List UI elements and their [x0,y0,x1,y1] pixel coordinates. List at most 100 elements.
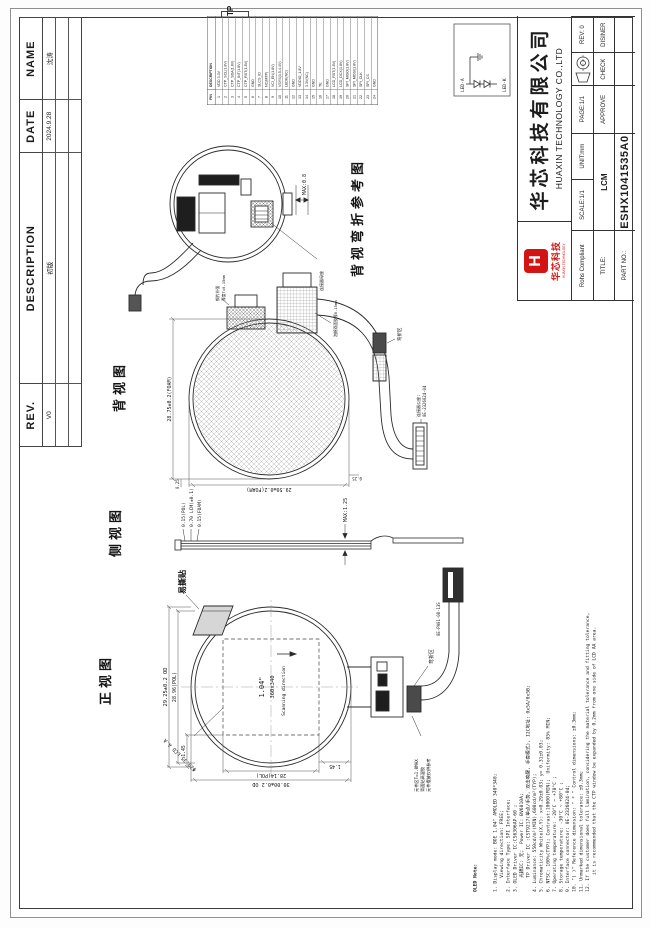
rev-table-cell [56,152,68,384]
front-view-drawing: 1.04" 360x340 Scanning direction 易撕贴 Φ29… [162,567,464,792]
pin-number: 24 [371,89,378,105]
part-no-label-cell: PART NO.: [615,230,635,300]
back-stiffener-label-2: 厚度T=0.15mm [221,274,226,301]
note-line: 4. Luminance: 550cd/m²(MIN),600cd/m²(TYP… [532,773,538,892]
bend-connector-label: 连接器母座 [318,271,324,291]
rev-header-name: NAME [25,40,37,77]
pin-table-row: 24 GND [371,17,378,105]
rev-table-cell [69,18,81,99]
pin-number: 21 [350,89,358,105]
note-line: 2. Interface Type: SPI Interface; [505,798,512,892]
front-component-note-2: 背面贴高温胶 [419,767,426,792]
scale-cell: SCALE:1/1 [572,178,593,231]
pin-description: SPI_MISO(1.8V) [345,60,350,87]
rev-table-cell: 2024.9.28 [43,99,55,153]
back-foam-label: 泡棉双面胶厚0.15mm [333,300,338,337]
revision-table-header: REV. DESCRIPTION DATE NAME [20,18,43,446]
back-bend-zone-label: 弯折区 [396,327,403,341]
check-cell: CHECK [594,52,614,85]
side-dim-max: MAX:1.25 [343,498,349,522]
front-dim-bottom-offset: 1.45 [329,763,341,769]
rev-table-cell: 沈涛 [47,52,54,66]
approve-value-cell [615,84,635,133]
pin-description: GND [372,79,377,87]
front-dim-od-width: 29.25±0.2 OD [163,668,169,707]
rev-table-cell: V0 [43,383,55,446]
logo-company-sub: HUAXIN TECHNOLOGY [561,243,566,279]
title-label-cell: TITLE: [594,230,614,300]
approve-cell: APPROVE [594,84,614,133]
title-block: H 华芯科技 HUAXIN TECHNOLOGY 华芯科技有限公司 HUAXIN… [517,16,635,301]
page-cell: PAGE:1/1 [572,84,593,133]
led-circuit-box: LED-A LED-K [453,23,511,97]
pin-number: 22 [357,89,365,105]
logo-mark-icon: H [523,249,548,273]
note-line: 1. Display mode: BOE 1.04" AMOLED 340*34… [492,773,499,892]
pin-number: 20 [344,89,351,105]
rev-header-rev: REV. [20,383,42,446]
pin-description: SPI_CLK [358,72,364,87]
rev-table-cell: 初版 [43,152,55,384]
pin-table-row: 20 SPI_MISO(1.8V) [344,16,351,105]
front-component-note-1: 元件区T=1.0MAX [413,759,420,792]
note-line: 8. Storage temperature: -30°C ~ +80°C ; [558,781,565,892]
front-dim-tab-offset: 1.45 [181,745,187,757]
unit-cell: UNIT:mm [572,132,593,179]
rev-header-date: DATE [20,99,42,153]
back-dim-025-left: 0.25 [352,476,362,481]
title-value-cell: LCM [594,132,614,231]
notes-title: OLED Note: [472,863,479,892]
company-name-en: HUAXIN TECHNOLOGY CO.,LTD [554,47,564,190]
note-line: it is recommended that the CTP window be… [591,626,598,892]
side-dim-foam: 0.15(FOAM) [197,499,203,527]
back-dim-foam-width: 28.75±0.2(FOAM) [167,376,173,421]
back-connector-label-1: 连接器公座: [415,395,421,417]
pin-table-row: 22 SPI_CLK [357,16,365,105]
pin-table-row: 21 SPI_MOSI(1.8V) [350,16,358,105]
bend-view-drawing: MAX:0.8 连接器母座 [128,145,324,312]
company-name-cn: 华芯科技有限公司 [530,26,551,211]
rev-table-cell [56,383,68,446]
rev-table-cell [56,18,68,99]
back-stiffener-label-1: 钢片补强 [215,286,220,301]
note-line: 12. If the customer does full lamination… [584,612,591,892]
company-logo: H 华芯科技 HUAXIN TECHNOLOGY [518,221,571,300]
pin-description: SPI_CS [365,74,370,87]
designer-cell: DISINER [594,16,614,53]
note-line: 6. NTSC: 100%(TYP); Contrast:10000(MIN);… [545,717,551,892]
pin-number: 23 [364,89,371,105]
front-bend-zone-label: 弯折区 [428,649,435,664]
front-dim-od-height: 30.00±0.2 OD [252,781,289,787]
note-line: 光耦IC: 无; Power IC: BV6810A; [518,793,525,892]
pin-table-row: 23 SPI_CS [364,16,372,105]
side-dim-lcm: 0.70 LCM(±0.1) [189,488,195,527]
check-value-cell [615,52,635,85]
rev-cell: REV: 0 [572,16,593,53]
part-no-value-cell: ESHX1041535A0 [615,132,635,231]
rev-table-cell [56,99,68,153]
front-aa-res: 360x340 [270,675,276,698]
back-view-drawing: 28.75±0.2(FOAM) 0.25 29.50±0.2(FOAM) 0.2… [167,272,428,492]
back-connector-label-2: 0E-2326024-04 [422,385,427,417]
logo-company-cn: 华芯科技 [550,241,561,282]
led-anode-label: LED-A [460,78,466,92]
front-component-note-3: 元件摆放仅供参考 [425,758,432,792]
back-dim-foam-height: 29.50±0.2(FOAM) [246,486,291,492]
bend-view-label: 背视弯折参考图 [350,157,365,277]
bend-max-dim: MAX:0.8 [302,174,308,195]
back-dim-025-top: 0.25 [175,479,180,489]
front-dim-pol-width: 28.96(POL) [172,672,178,702]
front-dim-pol-height: 28.14(POL) [256,772,286,778]
rev-table-row [56,18,69,446]
front-scan-direction: Scanning direction [281,666,287,716]
pin-description: SPI_MOSI(1.8V) [351,60,357,87]
led-cathode-label: LED-K [502,78,508,92]
side-view-drawing: 0.15(POL) 0.70 LCM(±0.1) 0.15(FOAM) MAX:… [174,488,464,565]
tp-group-label: TP [226,5,235,16]
third-angle-projection-icon [574,54,591,83]
front-connector-label: 0E-PA01-08-13S [436,602,441,636]
